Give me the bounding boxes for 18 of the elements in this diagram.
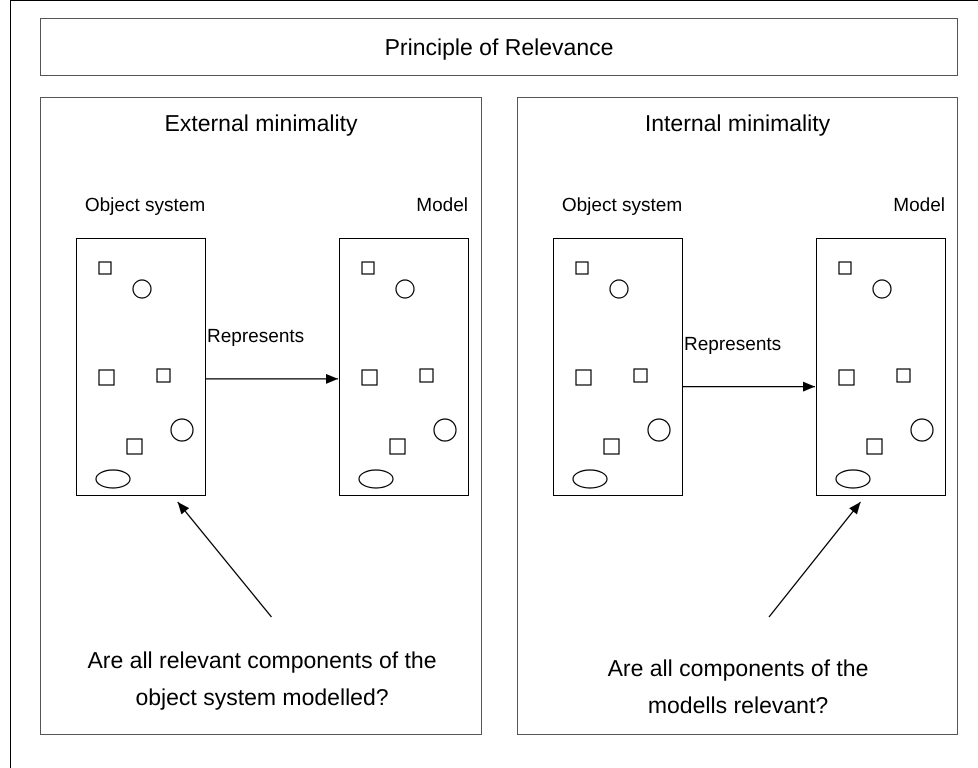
box-heading: Model <box>893 195 945 217</box>
arrow <box>768 502 861 618</box>
title-text: Principle of Relevance <box>384 34 614 60</box>
panel <box>517 97 958 735</box>
arrow <box>177 502 272 618</box>
edge-label: Represents <box>684 334 782 356</box>
question-text: Are all components of the modells relevant? <box>578 618 898 724</box>
box-heading: Object system <box>560 195 684 217</box>
box-heading: Object system <box>84 195 206 217</box>
arrow <box>682 382 815 392</box>
panel-heading: External minimality <box>164 110 358 137</box>
panel-heading: Internal minimality <box>644 110 832 137</box>
question-text: Are all relevant components of the object system modelled? <box>87 618 437 716</box>
box-heading: Model <box>416 195 468 217</box>
panel <box>40 97 482 735</box>
arrow <box>205 374 338 384</box>
edge-label: Represents <box>207 326 304 348</box>
title-box <box>40 18 958 76</box>
